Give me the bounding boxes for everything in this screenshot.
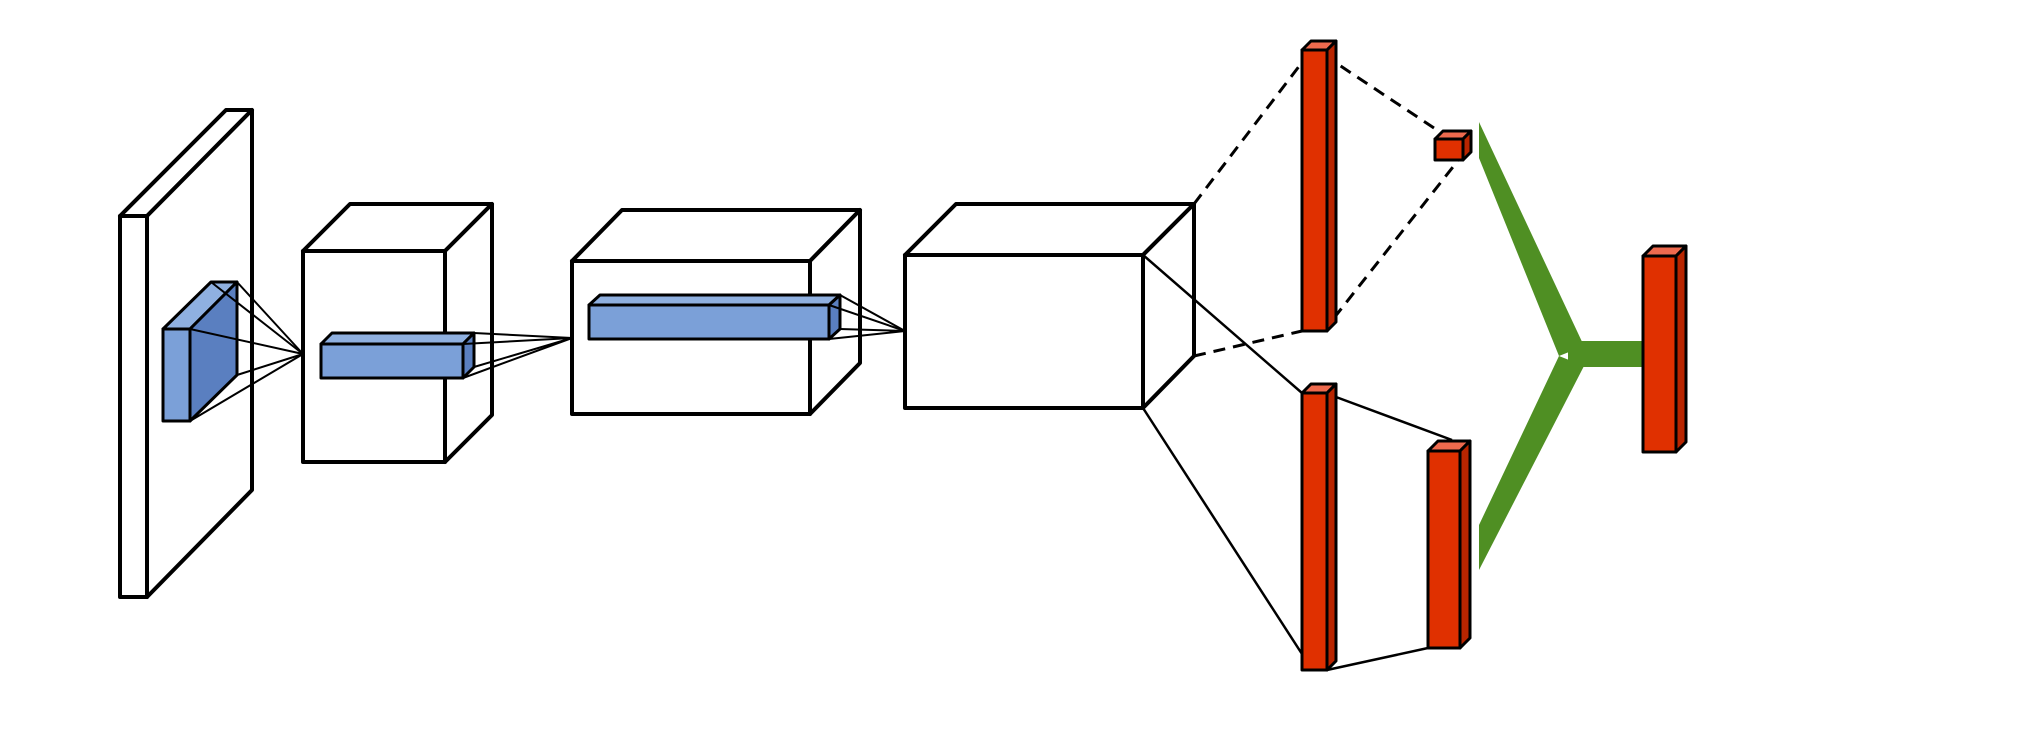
conv3-kernel <box>587 293 842 341</box>
fc-output <box>1641 244 1688 454</box>
merge-stem <box>1568 341 1643 367</box>
conv3-kernel-front <box>587 303 831 341</box>
upper-branch-dashed-lines <box>1192 47 1462 358</box>
receptive-lines-2 <box>462 332 573 379</box>
fc-lower-1 <box>1300 382 1338 672</box>
fc-upper-1 <box>1300 39 1338 333</box>
fc-upper-2 <box>1433 129 1473 162</box>
fc-upper-1-front <box>1300 48 1329 333</box>
receptive-lines-3 <box>828 294 906 340</box>
conv-volume-4-front <box>903 253 1145 410</box>
conv2-kernel-front <box>319 342 465 380</box>
receptive-lines-1 <box>189 281 304 422</box>
input-kernel-front <box>161 327 192 423</box>
conv3-kernel-side <box>827 293 842 341</box>
input-volume-front <box>118 214 149 599</box>
conv2-kernel <box>319 331 476 380</box>
fc-lower-2-front <box>1426 449 1462 650</box>
conv-volume-4 <box>903 202 1196 410</box>
lower-branch-lines <box>1141 254 1453 672</box>
merge-junction <box>1479 122 1643 570</box>
fc-output-front <box>1641 254 1678 454</box>
conv2-kernel-top <box>319 331 476 346</box>
fc-lower-2 <box>1426 439 1472 650</box>
merge-lower-arm <box>1479 356 1584 570</box>
fc-upper-2-front <box>1433 137 1465 162</box>
fc-lower-1-front <box>1300 391 1329 672</box>
merge-upper-arm <box>1479 122 1584 356</box>
